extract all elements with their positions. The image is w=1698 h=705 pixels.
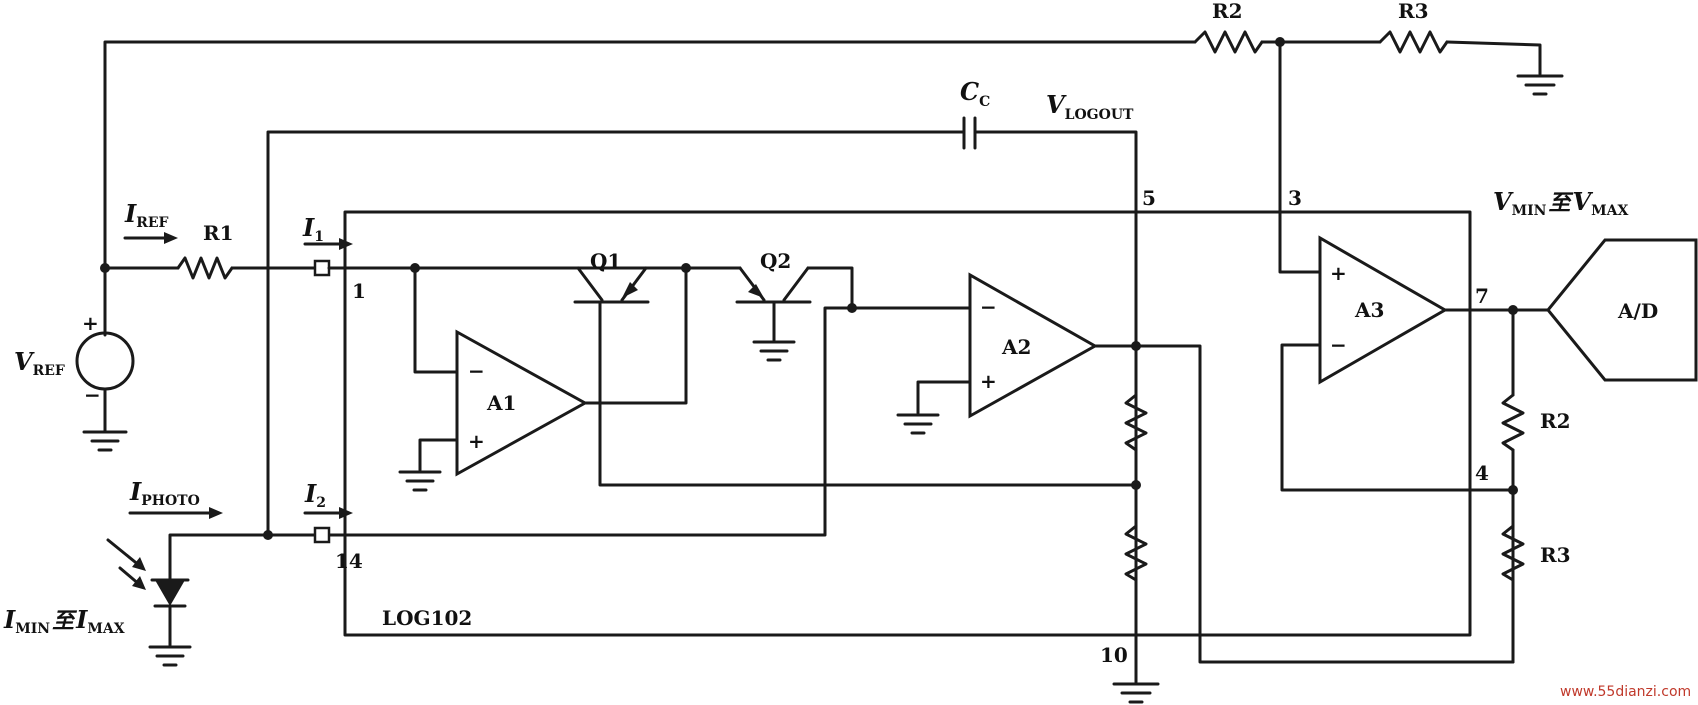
ground-symbol-top-right [1516, 74, 1564, 96]
iref-arrow [123, 232, 178, 244]
r1-label: R1 [203, 221, 234, 245]
a1-plus-sign: + [468, 429, 485, 453]
pin3-label: 3 [1288, 186, 1302, 210]
pin14-terminal [313, 526, 331, 544]
a3-opamp [1318, 235, 1449, 385]
r3-right-label: R3 [1540, 543, 1571, 567]
vref-voltage-source [75, 331, 135, 391]
imin-imax-label: IMIN至IMAX [3, 605, 125, 637]
r2-top-label: R2 [1212, 0, 1243, 23]
pin7-label: 7 [1475, 284, 1489, 308]
r2-right-label: R2 [1540, 409, 1571, 433]
i2-label: I2 [304, 479, 326, 511]
cc-capacitor [962, 116, 977, 150]
q2-transistor [735, 266, 812, 304]
vmin-vmax-label: VMIN至VMAX [1493, 187, 1628, 219]
cc-label: CC [960, 77, 990, 110]
a2-opamp [968, 272, 1099, 419]
a3-plus-sign: + [1330, 261, 1347, 285]
r3-right-resistor [1501, 524, 1525, 582]
r3-top-label: R3 [1398, 0, 1429, 23]
a1-opamp [455, 329, 589, 477]
a2-plus-sign: + [980, 369, 997, 393]
r1-resistor [176, 256, 234, 280]
a2-minus-sign: − [980, 295, 997, 319]
ground-symbol-vref [82, 430, 128, 452]
watermark-text: www.55dianzi.com [1560, 684, 1691, 700]
pin4-label: 4 [1475, 461, 1489, 485]
iphoto-label: IPHOTO [129, 477, 200, 509]
q1-transistor [573, 266, 650, 304]
pin10-label: 10 [1100, 643, 1128, 667]
a2-label: A2 [1001, 335, 1031, 359]
chip-name-label: LOG102 [382, 606, 472, 630]
iref-label: IREF [124, 199, 169, 231]
ground-symbol-a2 [896, 413, 940, 435]
i1-label: I1 [302, 213, 324, 245]
q2-label: Q2 [760, 249, 791, 273]
pin14-label: 14 [335, 549, 363, 573]
internal-resistor-lower [1124, 524, 1148, 582]
a3-label: A3 [1354, 298, 1384, 322]
q1-label: Q1 [590, 249, 621, 273]
ground-symbol-photodiode [148, 645, 192, 667]
a1-minus-sign: − [468, 359, 485, 383]
pin1-label: 1 [352, 279, 366, 303]
photodiode [150, 560, 190, 647]
r2-top-resistor [1193, 30, 1264, 54]
internal-resistor-upper [1124, 393, 1148, 452]
i2-arrow [303, 507, 353, 519]
ad-label: A/D [1617, 299, 1658, 323]
pin1-terminal [313, 259, 331, 277]
ground-symbol-a1 [398, 470, 442, 492]
vref-label: VREF [14, 347, 65, 379]
a1-label: A1 [486, 391, 516, 415]
light-arrows [106, 538, 146, 590]
iphoto-arrow [128, 507, 223, 519]
r3-top-resistor [1378, 30, 1449, 54]
ground-symbol-pin10 [1112, 682, 1160, 704]
i1-arrow [303, 238, 353, 250]
pin5-label: 5 [1142, 186, 1156, 210]
vlogout-label: VLOGOUT [1046, 90, 1134, 123]
vref-minus-sign: − [84, 383, 101, 407]
a3-minus-sign: − [1330, 333, 1347, 357]
divider-to-pin3-wire [1278, 40, 1322, 274]
vref-plus-sign: + [82, 311, 99, 335]
ground-symbol-q2 [752, 340, 796, 362]
vref-to-divider-wire [103, 40, 1197, 270]
log102-chip-outline [343, 210, 1472, 637]
r2-right-resistor [1501, 393, 1525, 452]
ad-converter [1546, 238, 1698, 382]
